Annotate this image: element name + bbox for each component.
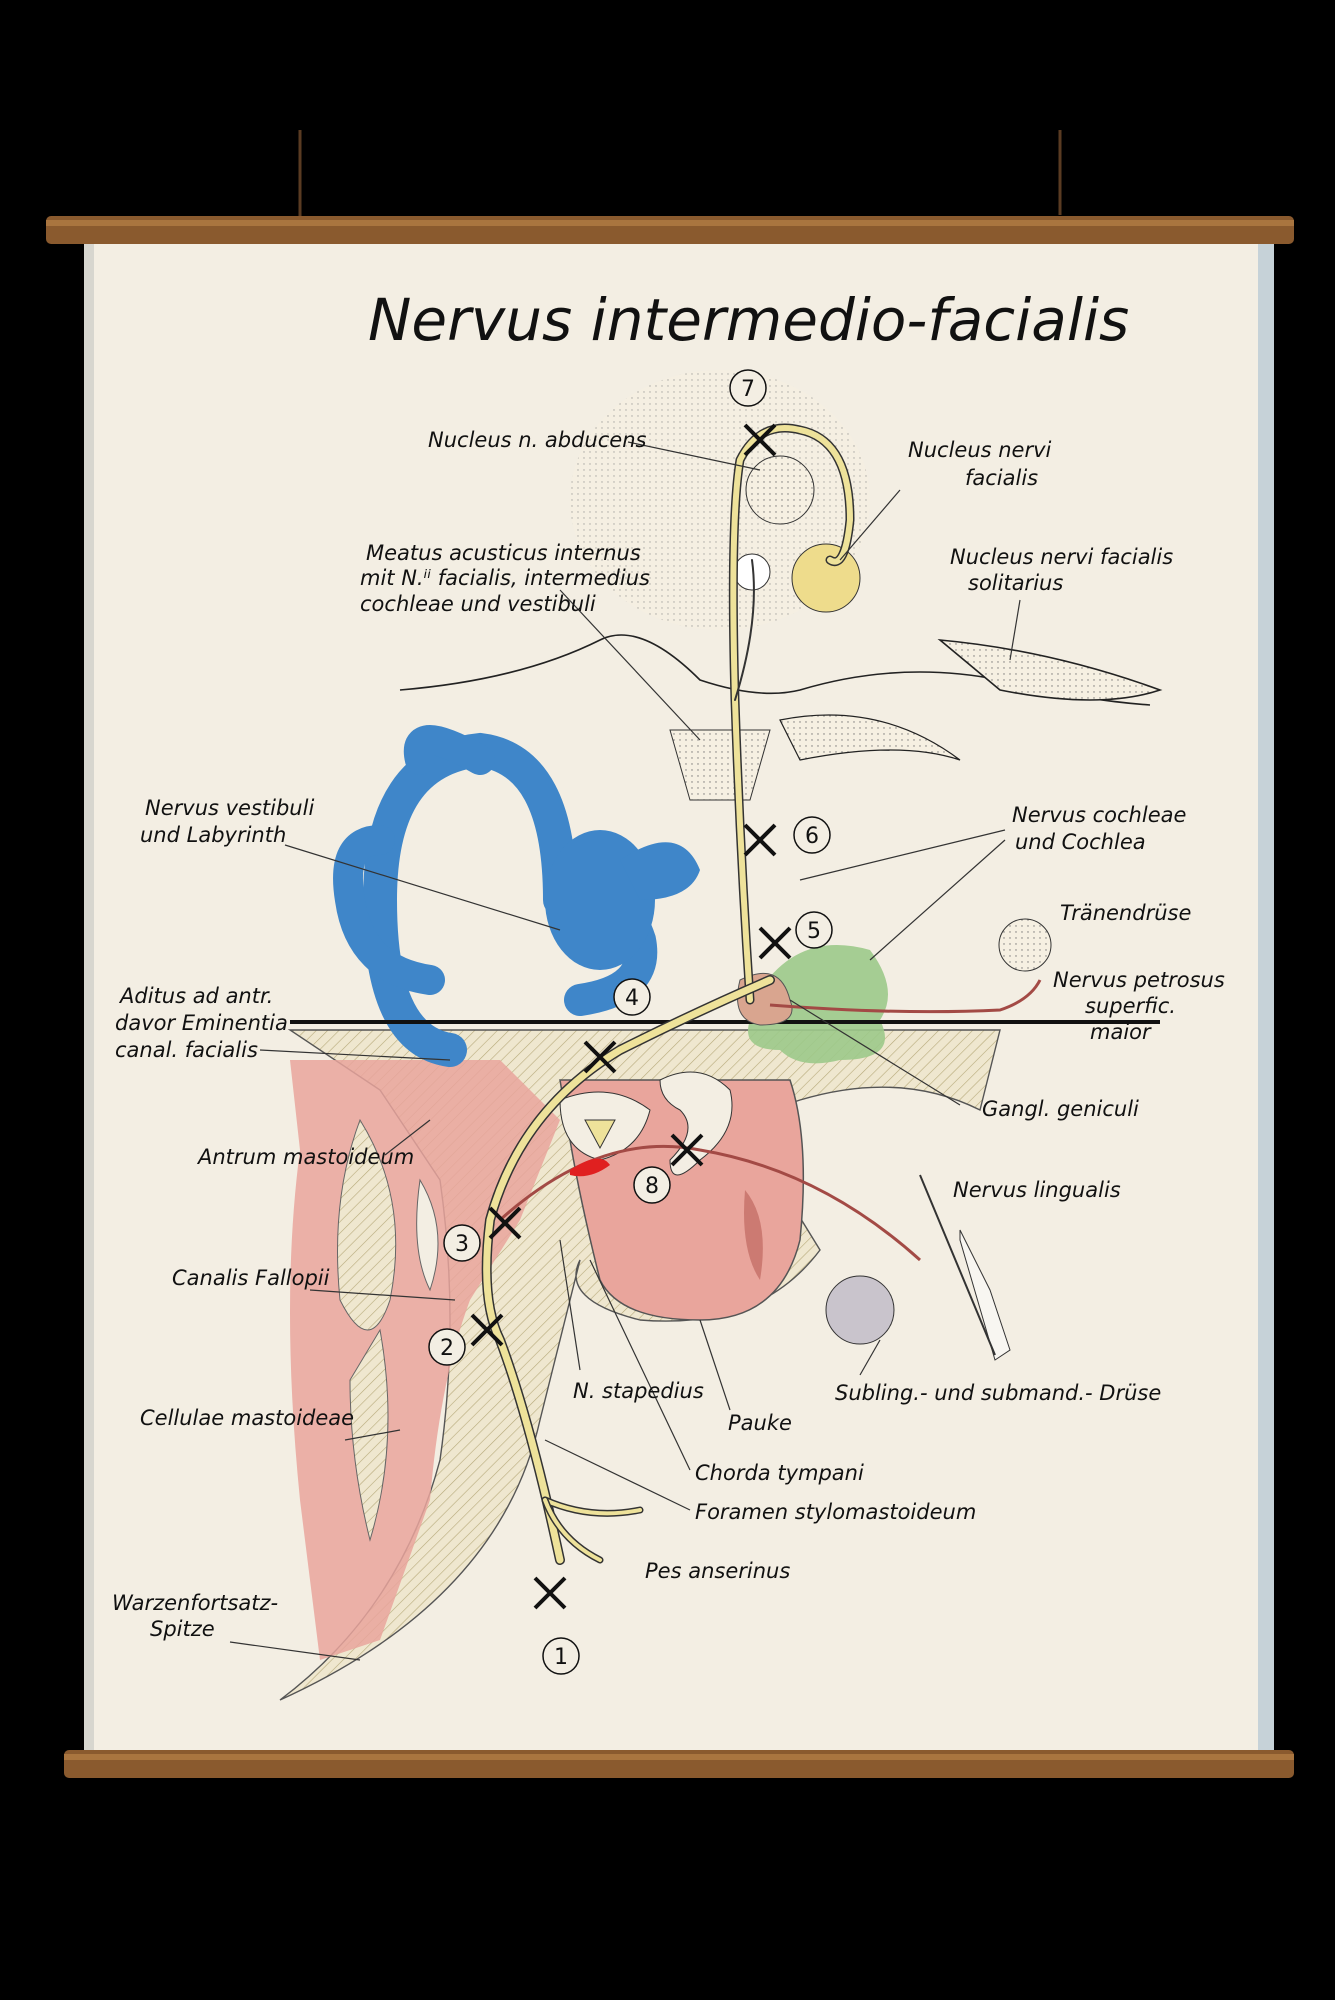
tympanic-cavity	[559, 1071, 805, 1321]
label-nucleus-facialis: Nucleus nervi	[908, 438, 1052, 462]
label-pes: Pes anserinus	[645, 1559, 790, 1583]
label-warzen: Spitze	[150, 1617, 215, 1641]
label-solitarius: Nucleus nervi facialis	[950, 545, 1173, 569]
marker-6: 6	[805, 824, 819, 849]
label-cellulae: Cellulae mastoideae	[140, 1406, 354, 1430]
label-meatus: Meatus acusticus internus	[366, 541, 641, 565]
marker-circle	[729, 369, 767, 407]
glands	[825, 918, 1052, 1361]
marker-circle	[542, 1637, 580, 1675]
label-geniculi: Gangl. geniculi	[982, 1097, 1139, 1121]
cochlea	[748, 945, 888, 1064]
label-cochleae: und Cochlea	[1015, 830, 1146, 854]
marker-8: 8	[645, 1174, 659, 1199]
marker-4: 4	[625, 986, 639, 1011]
marker-circle	[613, 978, 651, 1016]
facial-nerve	[481, 423, 855, 1565]
label-aditus: Aditus ad antr.	[118, 984, 273, 1008]
label-meatus: mit N.ⁱⁱ facialis, intermedius	[360, 566, 650, 590]
label-aditus: canal. facialis	[115, 1038, 258, 1062]
marker-5: 5	[807, 919, 821, 944]
label-lingualis: Nervus lingualis	[953, 1178, 1121, 1202]
label-stapedius: N. stapedius	[573, 1379, 704, 1403]
red-spot	[570, 1158, 610, 1177]
marker-circle	[443, 1224, 481, 1262]
label-petrosus: Nervus petrosus	[1053, 968, 1225, 992]
label-aditus: davor Eminentia	[115, 1011, 288, 1035]
label-petrosus: superfic.	[1085, 994, 1176, 1018]
labels: Nucleus n. abducens Nucleus nervi facial…	[112, 428, 1225, 1641]
label-petrosus: maior	[1090, 1020, 1152, 1044]
label-warzen: Warzenfortsatz-	[112, 1591, 278, 1615]
label-fallopii: Canalis Fallopii	[172, 1266, 330, 1290]
marker-circle	[793, 816, 831, 854]
marker-3: 3	[455, 1232, 469, 1257]
label-vestibuli: Nervus vestibuli	[145, 796, 314, 820]
marker-7: 7	[741, 377, 755, 402]
marker-circle	[633, 1166, 671, 1204]
label-vestibuli: und Labyrinth	[140, 823, 286, 847]
marker-circle	[428, 1328, 466, 1366]
lesion-x-marks	[470, 423, 792, 1610]
label-nucleus-facialis: facialis	[965, 466, 1038, 490]
marker-2: 2	[440, 1336, 454, 1361]
marker-1: 1	[554, 1645, 568, 1670]
label-antrum: Antrum mastoideum	[196, 1145, 414, 1169]
chart-title: Nervus intermedio-facialis	[368, 286, 1129, 354]
label-pauke: Pauke	[728, 1411, 792, 1435]
label-nucleus-abducens: Nucleus n. abducens	[428, 428, 647, 452]
leader-lines	[229, 441, 1021, 1661]
label-cochleae: Nervus cochleae	[1012, 803, 1186, 827]
label-traenendruese: Tränendrüse	[1060, 901, 1191, 925]
numbered-markers: 7 6 5 4 3 2 1 8	[428, 369, 833, 1675]
label-meatus: cochleae und vestibuli	[360, 592, 596, 616]
chorda-tympani	[498, 979, 1042, 1262]
label-subling: Subling.- und submand.- Drüse	[835, 1381, 1161, 1405]
label-solitarius: solitarius	[968, 571, 1063, 595]
hanging-strings	[298, 130, 1062, 222]
label-chorda: Chorda tympani	[695, 1461, 864, 1485]
label-foramen: Foramen stylomastoideum	[695, 1500, 976, 1524]
marker-circle	[795, 911, 833, 949]
